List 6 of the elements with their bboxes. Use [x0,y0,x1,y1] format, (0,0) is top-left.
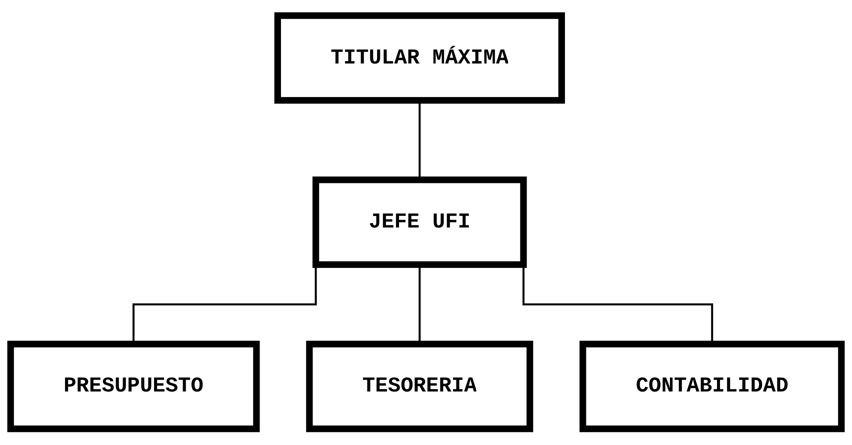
node-box [306,341,534,432]
org-chart: TITULAR MÁXIMA JEFE UFI PRESUPUESTO TESORERIA CONTABILIDAD [0,5,852,440]
node-box [312,176,527,268]
node-box [7,341,260,432]
node-box [580,341,845,432]
node-box [274,12,565,104]
